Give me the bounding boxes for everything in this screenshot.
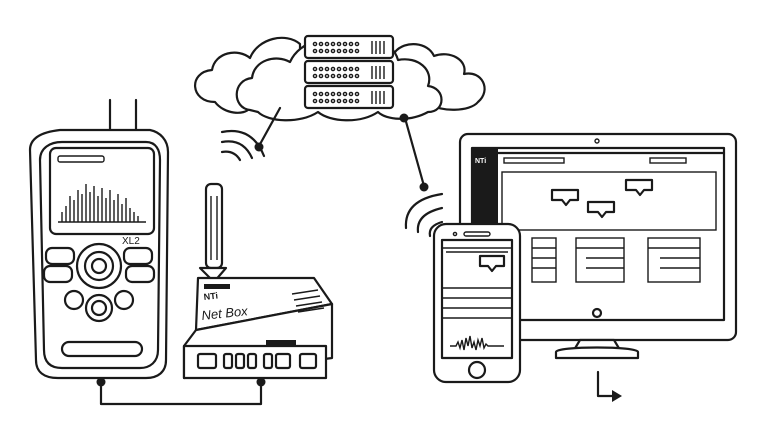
xl2-analyzer: XL2 [28, 98, 170, 380]
server-unit [303, 34, 395, 60]
monitor-brand-label: NTi [475, 158, 486, 165]
server-unit [303, 59, 395, 85]
map-marker [550, 188, 580, 207]
spectrum-display [58, 184, 146, 223]
map-marker [586, 200, 616, 219]
netbox-ports [196, 352, 318, 370]
cloud-to-client-link [399, 113, 429, 192]
map-marker [624, 178, 654, 197]
home-button [467, 360, 487, 380]
smartphone [432, 222, 522, 384]
dashboard-panel [647, 237, 701, 283]
server-unit [303, 84, 395, 110]
dashboard-panel [531, 237, 557, 283]
wifi-signal-icon [404, 192, 444, 238]
map-marker [478, 254, 506, 273]
netbox-router: NTi Net Box [182, 182, 334, 380]
netbox-brand-label: NTi [203, 291, 218, 302]
wifi-signal-icon [220, 129, 266, 162]
arrow-icon [596, 370, 622, 402]
waveform-display [450, 335, 504, 351]
model-label: XL2 [122, 236, 140, 247]
netbox-product-label: Net Box [201, 303, 249, 323]
analyzer-to-netbox-cable [96, 377, 266, 406]
server-rack-icon [303, 34, 395, 110]
dashboard-panel [575, 237, 625, 283]
